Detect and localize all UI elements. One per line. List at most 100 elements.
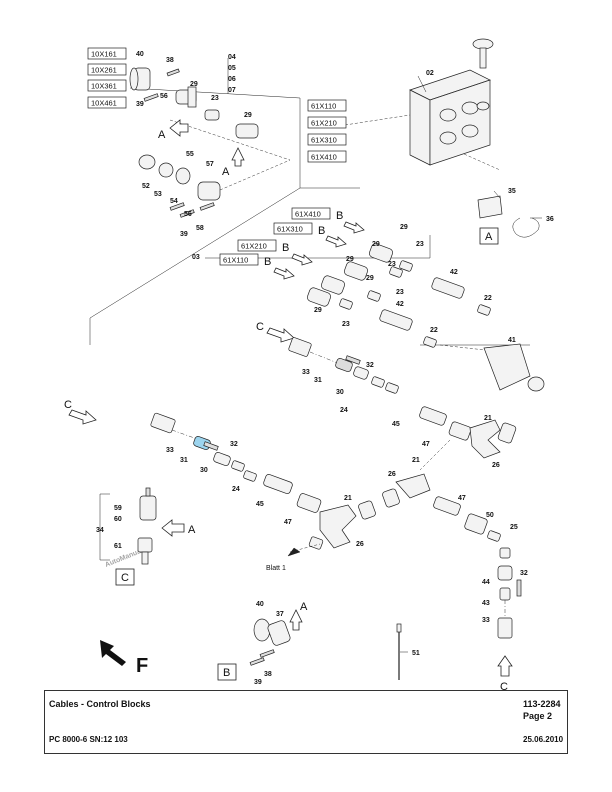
svg-text:25: 25 bbox=[510, 524, 518, 531]
svg-text:41: 41 bbox=[508, 337, 516, 344]
svg-text:31: 31 bbox=[180, 457, 188, 464]
ref-b-61x110: 61X110 bbox=[223, 256, 248, 265]
svg-text:C: C bbox=[500, 681, 508, 690]
svg-text:33: 33 bbox=[482, 617, 490, 624]
svg-text:22: 22 bbox=[484, 295, 492, 302]
ref-10x361: 10X361 bbox=[91, 82, 117, 91]
svg-text:03: 03 bbox=[192, 254, 200, 261]
svg-text:52: 52 bbox=[142, 183, 150, 190]
svg-text:45: 45 bbox=[392, 421, 400, 428]
svg-text:23: 23 bbox=[342, 321, 350, 328]
svg-text:33: 33 bbox=[302, 369, 310, 376]
view-box-a: A bbox=[479, 227, 499, 245]
view-f-label: F bbox=[136, 655, 148, 677]
svg-text:42: 42 bbox=[450, 269, 458, 276]
svg-text:29: 29 bbox=[400, 224, 408, 231]
svg-text:47: 47 bbox=[458, 495, 466, 502]
svg-text:A: A bbox=[188, 524, 196, 536]
svg-text:50: 50 bbox=[486, 512, 494, 519]
svg-text:35: 35 bbox=[508, 188, 516, 195]
ref-61x210: 61X210 bbox=[311, 119, 337, 128]
ref-10x161: 10X161 bbox=[91, 50, 117, 59]
svg-text:55: 55 bbox=[186, 151, 194, 158]
title-block: Cables - Control Blocks 113-2284 Page 2 … bbox=[44, 690, 568, 754]
upper-harness bbox=[266, 327, 545, 471]
svg-text:24: 24 bbox=[340, 407, 348, 414]
arrow-a-2 bbox=[231, 147, 245, 167]
svg-text:29: 29 bbox=[244, 112, 252, 119]
callout-numbers: 40 38 04 05 06 07 29 56 39 23 29 02 55 5… bbox=[96, 51, 554, 686]
svg-text:45: 45 bbox=[256, 501, 264, 508]
b-arrows bbox=[273, 221, 365, 280]
svg-text:32: 32 bbox=[520, 570, 528, 577]
drawing-number: 113-2284 bbox=[523, 699, 561, 709]
svg-text:47: 47 bbox=[422, 441, 430, 448]
svg-text:40: 40 bbox=[256, 601, 264, 608]
lower-harness bbox=[68, 409, 501, 557]
svg-text:33: 33 bbox=[166, 447, 174, 454]
svg-text:30: 30 bbox=[200, 467, 208, 474]
ref-61x310: 61X310 bbox=[311, 136, 337, 145]
view-c-group bbox=[99, 487, 185, 565]
svg-text:56: 56 bbox=[184, 211, 192, 218]
svg-text:43: 43 bbox=[482, 600, 490, 607]
svg-text:26: 26 bbox=[492, 462, 500, 469]
svg-text:A: A bbox=[300, 601, 308, 613]
view-box-c: C bbox=[115, 568, 135, 586]
svg-text:26: 26 bbox=[388, 471, 396, 478]
svg-text:07: 07 bbox=[228, 87, 236, 94]
svg-text:42: 42 bbox=[396, 301, 404, 308]
view-box-b: B bbox=[217, 663, 237, 681]
svg-text:32: 32 bbox=[230, 441, 238, 448]
svg-text:44: 44 bbox=[482, 579, 490, 586]
page-number: Page 2 bbox=[523, 711, 553, 721]
svg-text:B: B bbox=[264, 256, 271, 268]
svg-text:21: 21 bbox=[344, 495, 352, 502]
view-b-group bbox=[249, 609, 303, 666]
svg-text:47: 47 bbox=[284, 519, 292, 526]
svg-text:37: 37 bbox=[276, 611, 284, 618]
svg-text:39: 39 bbox=[136, 101, 144, 108]
svg-text:04: 04 bbox=[228, 54, 236, 61]
svg-text:23: 23 bbox=[211, 95, 219, 102]
svg-text:38: 38 bbox=[166, 57, 174, 64]
svg-text:06: 06 bbox=[228, 76, 236, 83]
right-vertical-connector bbox=[497, 547, 522, 677]
svg-text:24: 24 bbox=[232, 486, 240, 493]
svg-text:21: 21 bbox=[412, 457, 420, 464]
leader-lines bbox=[227, 58, 542, 653]
ref-b-61x210: 61X210 bbox=[241, 242, 267, 251]
svg-text:22: 22 bbox=[430, 327, 438, 334]
svg-text:38: 38 bbox=[264, 671, 272, 678]
svg-text:51: 51 bbox=[412, 650, 420, 657]
clamp-36 bbox=[512, 217, 540, 238]
drawing-title: Cables - Control Blocks bbox=[49, 699, 151, 709]
svg-text:56: 56 bbox=[160, 93, 168, 100]
exploded-parts-diagram: AutoManual 10X161 10X261 10X361 10X461 6… bbox=[64, 38, 554, 690]
svg-text:A: A bbox=[485, 231, 493, 243]
svg-text:29: 29 bbox=[366, 275, 374, 282]
svg-text:57: 57 bbox=[206, 161, 214, 168]
svg-text:54: 54 bbox=[170, 198, 178, 205]
ref-b-61x410: 61X410 bbox=[295, 210, 321, 219]
svg-text:B: B bbox=[223, 667, 230, 679]
svg-text:23: 23 bbox=[388, 261, 396, 268]
view-f-arrow: F bbox=[100, 640, 148, 677]
svg-text:32: 32 bbox=[366, 362, 374, 369]
svg-text:36: 36 bbox=[546, 216, 554, 223]
svg-text:34: 34 bbox=[96, 527, 104, 534]
svg-text:31: 31 bbox=[314, 377, 322, 384]
machine-serial: PC 8000-6 SN:12 103 bbox=[49, 735, 128, 744]
ref-group-10x: 10X161 10X261 10X361 10X461 bbox=[87, 47, 127, 109]
ref-group-61x: 61X110 61X210 61X310 61X410 bbox=[307, 99, 347, 163]
svg-text:29: 29 bbox=[314, 307, 322, 314]
svg-text:23: 23 bbox=[416, 241, 424, 248]
drawing-date: 25.06.2010 bbox=[523, 735, 564, 744]
svg-text:B: B bbox=[336, 210, 343, 222]
svg-text:59: 59 bbox=[114, 505, 122, 512]
svg-text:21: 21 bbox=[484, 415, 492, 422]
svg-text:30: 30 bbox=[336, 389, 344, 396]
svg-text:29: 29 bbox=[190, 81, 198, 88]
cable-51 bbox=[396, 623, 402, 680]
svg-text:C: C bbox=[121, 572, 129, 584]
